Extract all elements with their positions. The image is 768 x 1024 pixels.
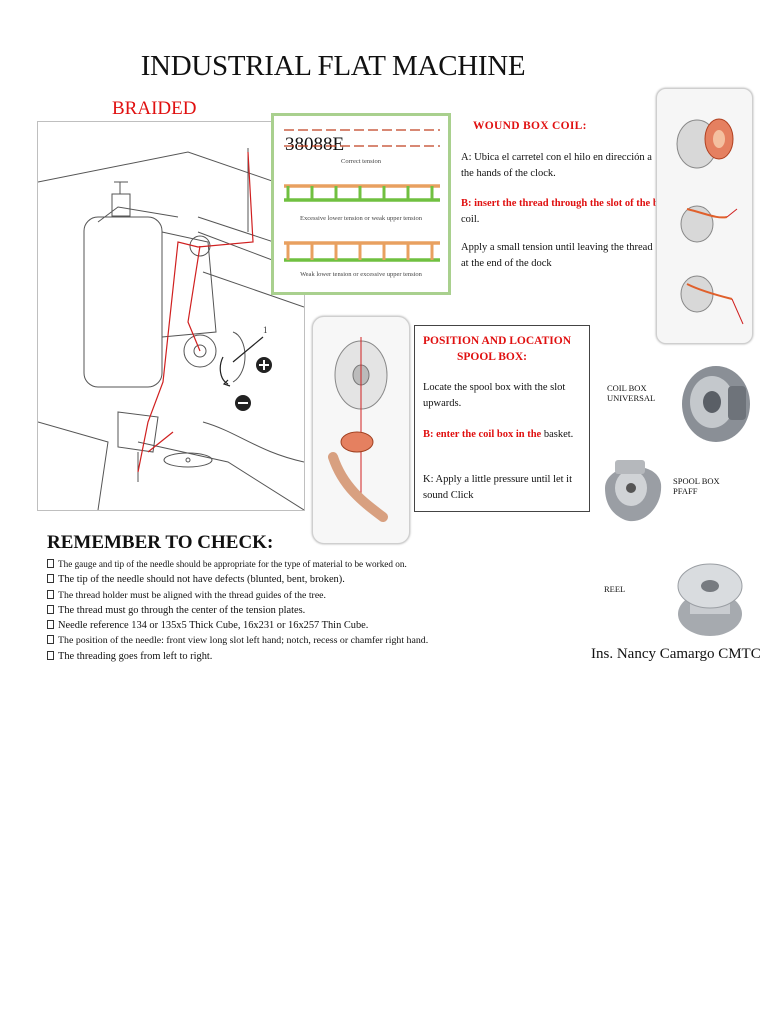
checklist-item: The thread holder must be aligned with t…	[47, 588, 487, 603]
remember-title: REMEMBER TO CHECK:	[47, 532, 274, 553]
spool-box-pfaff-image	[605, 460, 662, 522]
position-location-box: POSITION AND LOCATION SPOOL BOX: Locate …	[414, 325, 590, 512]
spool-box-photo	[312, 316, 410, 544]
machine-drawing: 1	[37, 148, 305, 511]
spool-box-label-line2: PFAFF	[673, 486, 698, 496]
spool-box-label: SPOOL BOX PFAFF	[673, 476, 720, 496]
checklist-item: The tip of the needle should not have de…	[47, 572, 487, 587]
checklist-item-text: The gauge and tip of the needle should b…	[58, 559, 407, 569]
checklist-item-text: Needle reference 134 or 135x5 Thick Cube…	[58, 620, 369, 632]
wound-step-a: A: Ubica el carretel con el hilo en dire…	[461, 152, 652, 179]
position-step-b-highlight: B: enter the coil box in the	[423, 429, 542, 440]
reel-image	[677, 563, 743, 636]
wound-step-b: B: insert the thread through the slot of…	[461, 196, 676, 228]
checklist-item: The thread must go through the center of…	[47, 603, 487, 618]
checkbox-icon	[47, 559, 54, 568]
checklist-item: The threading goes from left to right.	[47, 649, 487, 664]
position-step-k: K: Apply a little pressure until let it …	[423, 474, 573, 501]
checkbox-icon	[47, 620, 54, 630]
svg-text:1: 1	[263, 325, 268, 335]
tension-code: 38088E	[285, 134, 345, 155]
tension-stitch-drawing	[284, 129, 440, 262]
tension-caption-correct: Correct tension	[341, 158, 381, 165]
coil-box-label: COIL BOX UNIVERSAL	[607, 383, 655, 403]
checkbox-icon	[47, 589, 54, 599]
coil-winding-drawing	[676, 118, 744, 325]
tension-caption-upper: Weak lower tension or excessive upper te…	[300, 271, 422, 278]
position-step-b: B: enter the coil box in the basket.	[423, 427, 583, 443]
page-title: INDUSTRIAL FLAT MACHINE	[140, 50, 526, 82]
spool-box-drawing	[328, 337, 388, 522]
reel-label: REEL	[604, 584, 626, 594]
checkbox-icon	[47, 650, 54, 660]
checklist-item: The position of the needle: front view l…	[47, 633, 487, 648]
checklist-item-text: The thread holder must be aligned with t…	[58, 589, 326, 601]
position-box-title: POSITION AND LOCATION SPOOL BOX:	[423, 333, 583, 365]
position-title-line2: SPOOL BOX:	[457, 351, 527, 363]
coil-box-label-line2: UNIVERSAL	[607, 393, 656, 403]
wound-step-b-highlight: B: insert the thread through the slot of…	[461, 198, 670, 209]
wound-apply-tension: Apply a small tension until leaving the …	[461, 242, 653, 269]
tension-diagram-card: 38088E Correct tension Excessive lower t…	[271, 113, 451, 295]
spool-box-label-line1: SPOOL BOX	[673, 476, 720, 486]
checklist-item: Needle reference 134 or 135x5 Thick Cube…	[47, 618, 487, 633]
remember-checklist: The gauge and tip of the needle should b…	[47, 557, 487, 664]
checklist-item-text: The position of the needle: front view l…	[58, 635, 429, 647]
checkbox-icon	[47, 604, 54, 614]
checklist-item-text: The threading goes from left to right.	[58, 650, 213, 662]
coil-box-label-line1: COIL BOX	[607, 383, 647, 393]
braided-label: BRAIDED	[112, 98, 197, 119]
author-signature: Ins. Nancy Camargo CMTC	[591, 646, 761, 662]
position-step-b-rest: basket.	[541, 429, 574, 440]
checklist-item: The gauge and tip of the needle should b…	[47, 557, 487, 572]
position-locate-text: Locate the spool box with the slot upwar…	[423, 382, 566, 409]
coil-box-image	[682, 366, 750, 442]
position-title-line1: POSITION AND LOCATION	[423, 335, 572, 347]
checkbox-icon	[47, 635, 54, 645]
wound-step-b-rest: coil.	[461, 214, 480, 225]
tension-caption-lower: Excessive lower tension or weak upper te…	[299, 215, 423, 222]
machine-illustration: 1	[37, 121, 305, 511]
checklist-item-text: The tip of the needle should not have de…	[58, 574, 345, 586]
wound-box-coil-title: WOUND BOX COIL:	[473, 120, 587, 132]
checklist-item-text: The thread must go through the center of…	[58, 604, 306, 616]
coil-winding-photo	[656, 88, 753, 344]
checkbox-icon	[47, 574, 54, 584]
